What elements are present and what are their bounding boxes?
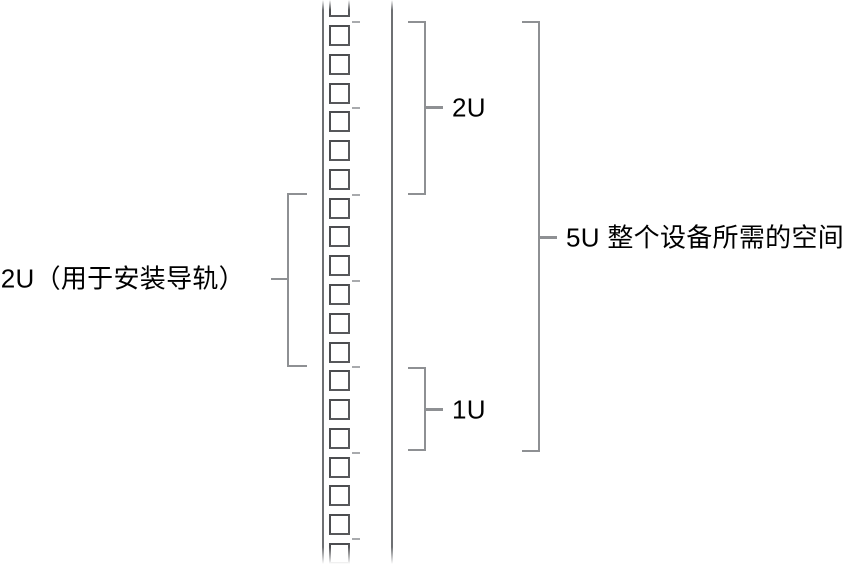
unit-boundary-tick xyxy=(352,451,360,454)
mounting-hole xyxy=(329,226,350,248)
mounting-hole xyxy=(329,255,350,277)
rail-top-fade xyxy=(300,0,415,10)
label-2u-rails: 2U（用于安装导轨） xyxy=(0,263,245,294)
mounting-hole xyxy=(329,341,350,363)
mounting-hole xyxy=(329,82,350,104)
rail-bottom-fade xyxy=(300,547,415,564)
mounting-hole xyxy=(329,197,350,219)
unit-boundary-tick xyxy=(352,365,360,368)
mounting-hole xyxy=(329,312,350,334)
bracket-1u-bottom xyxy=(408,367,426,451)
mounting-hole xyxy=(329,284,350,305)
mounting-hole xyxy=(329,427,350,449)
unit-boundary-tick xyxy=(352,193,360,196)
mounting-hole xyxy=(329,456,350,478)
leader-2u-rails xyxy=(271,277,287,280)
label-5u-total: 5U 整个设备所需的空间 xyxy=(566,222,845,253)
unit-boundary-tick xyxy=(352,538,360,541)
leader-2u-top xyxy=(425,106,443,109)
bracket-5u-total xyxy=(522,21,540,452)
mounting-hole xyxy=(329,111,350,133)
mounting-hole xyxy=(329,53,350,75)
mounting-hole xyxy=(329,514,350,536)
mounting-hole xyxy=(329,24,350,46)
mounting-hole xyxy=(329,140,350,162)
mounting-hole xyxy=(329,0,350,18)
rail-left-edge xyxy=(322,0,324,564)
mounting-hole xyxy=(329,370,350,392)
mounting-hole xyxy=(329,168,350,190)
bracket-2u-top xyxy=(408,21,426,195)
label-1u-bottom: 1U xyxy=(452,394,486,425)
bracket-2u-rails xyxy=(287,193,307,367)
rail-right-edge xyxy=(391,0,393,564)
mounting-hole xyxy=(329,485,350,507)
leader-5u-total xyxy=(540,236,557,239)
mounting-hole xyxy=(329,399,350,421)
mounting-hole xyxy=(329,543,350,564)
label-2u-top: 2U xyxy=(452,92,486,123)
unit-boundary-tick xyxy=(352,21,360,24)
unit-boundary-tick xyxy=(352,279,360,282)
leader-1u-bottom xyxy=(425,408,443,411)
unit-boundary-tick xyxy=(352,107,360,110)
